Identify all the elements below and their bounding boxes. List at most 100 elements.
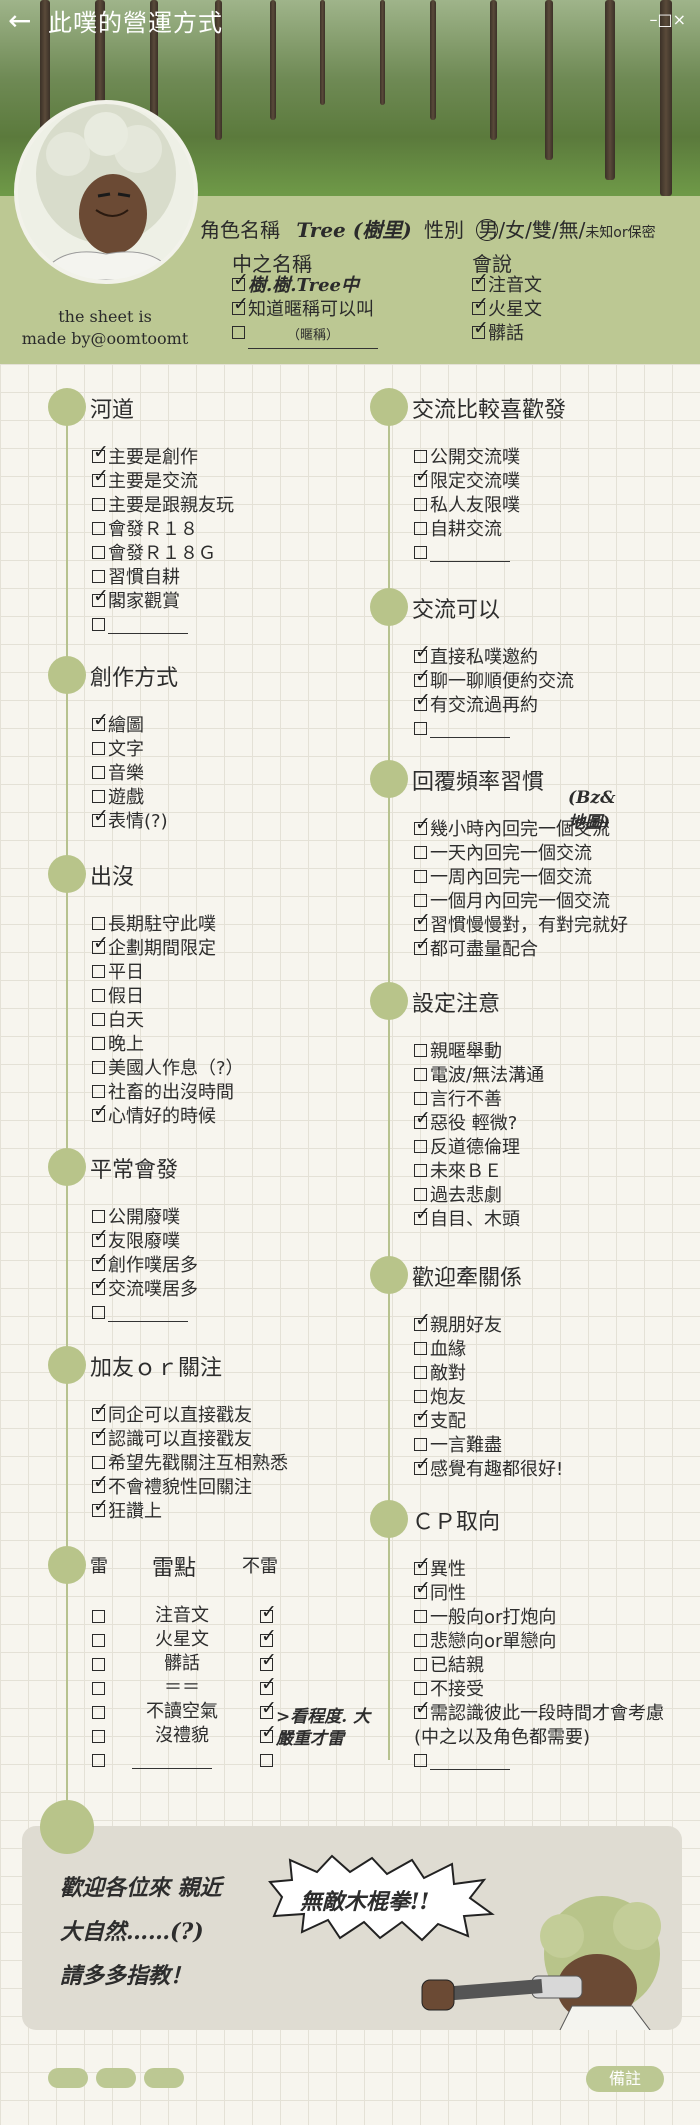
checkbox-item[interactable]: 限定交流噗 (414, 464, 520, 494)
checkbox-item[interactable]: 白天 (92, 1009, 244, 1033)
checkbox-icon[interactable] (92, 1036, 105, 1050)
checkbox-item[interactable]: 一周內回完一個交流 (414, 866, 628, 890)
checkbox-icon[interactable] (414, 1633, 427, 1647)
checkbox-item[interactable]: 習慣慢慢對，有對完就好 (414, 908, 628, 938)
checkbox-item[interactable] (92, 1302, 198, 1326)
checkbox-item[interactable]: 繪圖 (92, 708, 168, 738)
checkbox-icon[interactable] (92, 741, 105, 755)
checkbox-item[interactable]: 主要是創作 (92, 440, 234, 470)
checkbox-icon[interactable] (414, 893, 427, 907)
checkbox-icon[interactable] (414, 1043, 427, 1057)
checkbox-icon[interactable] (414, 1187, 427, 1201)
checkbox-icon[interactable] (92, 1012, 105, 1026)
checkbox-item[interactable]: 音樂 (92, 762, 168, 786)
mine-checkbox-icon[interactable] (92, 1706, 105, 1719)
checkbox-icon[interactable] (414, 545, 427, 559)
checkbox-item[interactable]: 敵對 (414, 1362, 563, 1386)
checkbox-icon[interactable] (232, 325, 245, 339)
checkbox-item[interactable]: 會發Ｒ１８Ｇ (92, 542, 234, 566)
checkbox-item[interactable]: 狂讚上 (92, 1494, 288, 1524)
checkbox-item[interactable]: 電波/無法溝通 (414, 1064, 544, 1088)
speaks-item-1[interactable]: 注音文 (472, 268, 542, 298)
checkbox-item[interactable]: 親暱舉動 (414, 1040, 544, 1064)
checkbox-icon[interactable] (232, 292, 249, 316)
checkbox-icon[interactable] (92, 1209, 105, 1223)
checkbox-item[interactable]: 支配 (414, 1404, 563, 1434)
checkbox-icon[interactable] (414, 1576, 431, 1600)
checkbox-item[interactable]: 平日 (92, 961, 244, 985)
checkbox-icon[interactable] (92, 1248, 109, 1272)
ok-checkbox-icon[interactable] (260, 1648, 277, 1672)
checkbox-item[interactable] (414, 542, 520, 566)
checkbox-item[interactable]: 炮友 (414, 1386, 563, 1410)
zh-name-item-2[interactable]: 知道暱稱可以叫 (232, 292, 378, 322)
checkbox-item[interactable]: 文字 (92, 738, 168, 762)
window-controls[interactable]: –□× (649, 10, 686, 29)
checkbox-item[interactable]: 自目、木頭 (414, 1202, 544, 1232)
checkbox-item[interactable]: 主要是交流 (92, 464, 234, 494)
checkbox-icon[interactable] (414, 1341, 427, 1355)
checkbox-icon[interactable] (414, 1365, 427, 1379)
nav-pill-2[interactable] (96, 2068, 136, 2088)
checkbox-item[interactable]: 希望先戳關注互相熟悉 (92, 1452, 288, 1476)
checkbox-icon[interactable] (92, 584, 109, 608)
checkbox-icon[interactable] (92, 545, 105, 559)
checkbox-item[interactable]: 同性 (414, 1576, 664, 1606)
mine-checkbox-icon[interactable] (92, 1682, 105, 1695)
checkbox-icon[interactable] (92, 497, 105, 511)
checkbox-icon[interactable] (414, 464, 431, 488)
checkbox-icon[interactable] (92, 464, 109, 488)
ok-checkbox-icon[interactable] (260, 1624, 277, 1648)
checkbox-icon[interactable] (92, 1224, 109, 1248)
checkbox-item[interactable]: (中之以及角色都需要) (414, 1726, 664, 1750)
checkbox-item[interactable]: 血緣 (414, 1338, 563, 1362)
checkbox-item[interactable]: 一天內回完一個交流 (414, 842, 628, 866)
checkbox-icon[interactable] (92, 804, 109, 828)
checkbox-icon[interactable] (414, 1609, 427, 1623)
checkbox-item[interactable]: 表情(?) (92, 804, 168, 834)
checkbox-item[interactable]: 言行不善 (414, 1088, 544, 1112)
checkbox-icon[interactable] (414, 1202, 431, 1226)
speaks-item-2[interactable]: 火星文 (472, 292, 542, 322)
mine-checkbox-icon[interactable] (92, 1754, 105, 1767)
checkbox-icon[interactable] (92, 916, 105, 930)
checkbox-icon[interactable] (414, 1681, 427, 1695)
checkbox-icon[interactable] (92, 1084, 105, 1098)
checkbox-item[interactable]: 企劃期間限定 (92, 931, 244, 961)
checkbox-icon[interactable] (414, 664, 431, 688)
ok-checkbox-icon[interactable] (260, 1754, 273, 1767)
zh-name-item-1[interactable]: 樹.樹.Tree中 (232, 268, 378, 298)
checkbox-icon[interactable] (92, 1398, 109, 1422)
checkbox-icon[interactable] (414, 521, 427, 535)
checkbox-icon[interactable] (414, 449, 427, 463)
ok-checkbox-icon[interactable] (260, 1672, 277, 1696)
checkbox-icon[interactable] (414, 1163, 427, 1177)
checkbox-item[interactable]: 一般向or打炮向 (414, 1606, 664, 1630)
nav-pill-1[interactable] (48, 2068, 88, 2088)
checkbox-icon[interactable] (414, 1091, 427, 1105)
ok-checkbox-icon[interactable] (260, 1696, 277, 1720)
checkbox-icon[interactable] (414, 640, 431, 664)
checkbox-icon[interactable] (414, 688, 431, 712)
checkbox-item[interactable]: 異性 (414, 1552, 664, 1582)
checkbox-icon[interactable] (414, 1552, 431, 1576)
checkbox-icon[interactable] (414, 1657, 427, 1671)
checkbox-item[interactable]: 交流噗居多 (92, 1272, 198, 1302)
checkbox-icon[interactable] (414, 1106, 431, 1130)
checkbox-icon[interactable] (92, 617, 105, 631)
checkbox-item[interactable]: 私人友限噗 (414, 494, 520, 518)
checkbox-icon[interactable] (414, 1139, 427, 1153)
checkbox-icon[interactable] (414, 1404, 431, 1428)
checkbox-icon[interactable] (414, 1753, 427, 1767)
checkbox-item[interactable]: 假日 (92, 985, 244, 1009)
checkbox-item[interactable]: 遊戲 (92, 786, 168, 810)
checkbox-item[interactable] (92, 614, 234, 638)
checkbox-item[interactable]: 心情好的時候 (92, 1099, 244, 1129)
checkbox-item[interactable]: 一言難盡 (414, 1434, 563, 1458)
checkbox-icon[interactable] (92, 440, 109, 464)
checkbox-item[interactable]: 需認識彼此一段時間才會考慮 (414, 1696, 664, 1726)
checkbox-item[interactable]: 習慣自耕 (92, 566, 234, 590)
checkbox-icon[interactable] (92, 1272, 109, 1296)
checkbox-icon[interactable] (92, 1060, 105, 1074)
checkbox-item[interactable]: 直接私噗邀約 (414, 640, 574, 670)
